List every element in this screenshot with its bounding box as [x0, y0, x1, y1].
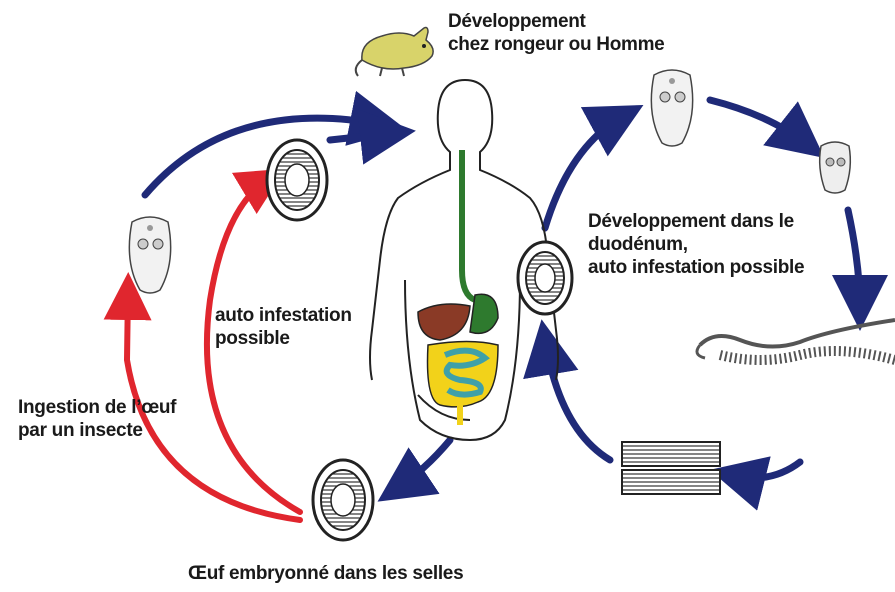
arrow-right-down — [848, 210, 860, 310]
adult-worm-icon — [697, 320, 895, 360]
label-center-line1: auto infestation — [215, 304, 352, 327]
label-right-line1: Développement dans le — [588, 210, 804, 233]
label-top-line2: chez rongeur ou Homme — [448, 33, 664, 56]
label-right-line2: duodénum, — [588, 233, 804, 256]
egg-stool — [313, 460, 373, 540]
blue-arrows — [145, 100, 860, 490]
label-left-line2: par un insecte — [18, 419, 176, 442]
label-right: Développement dans le duodénum, auto inf… — [588, 210, 804, 279]
arrow-proglottids-left — [730, 462, 800, 478]
label-left: Ingestion de l’œuf par un insecte — [18, 396, 176, 442]
label-right-line3: auto infestation possible — [588, 256, 804, 279]
larva-top-right — [651, 70, 692, 146]
arrow-egg-to-body — [330, 133, 395, 140]
label-top-line1: Développement — [448, 10, 664, 33]
rodent-icon — [356, 28, 433, 77]
egg-top — [267, 140, 327, 220]
label-left-line1: Ingestion de l’œuf — [18, 396, 176, 419]
arrow-top-right — [710, 100, 808, 145]
arrow-bottom-up — [545, 340, 610, 460]
digestive-system — [418, 150, 498, 425]
arrow-body-to-egg — [395, 440, 450, 490]
egg-duodenum — [518, 242, 572, 314]
label-center: auto infestation possible — [215, 304, 352, 350]
label-bottom: Œuf embryonné dans les selles — [188, 562, 463, 585]
larva-left — [129, 217, 170, 293]
proglottids-icon — [622, 442, 720, 494]
label-center-line2: possible — [215, 327, 352, 350]
scolex-icon — [820, 142, 851, 193]
label-top: Développement chez rongeur ou Homme — [448, 10, 664, 56]
